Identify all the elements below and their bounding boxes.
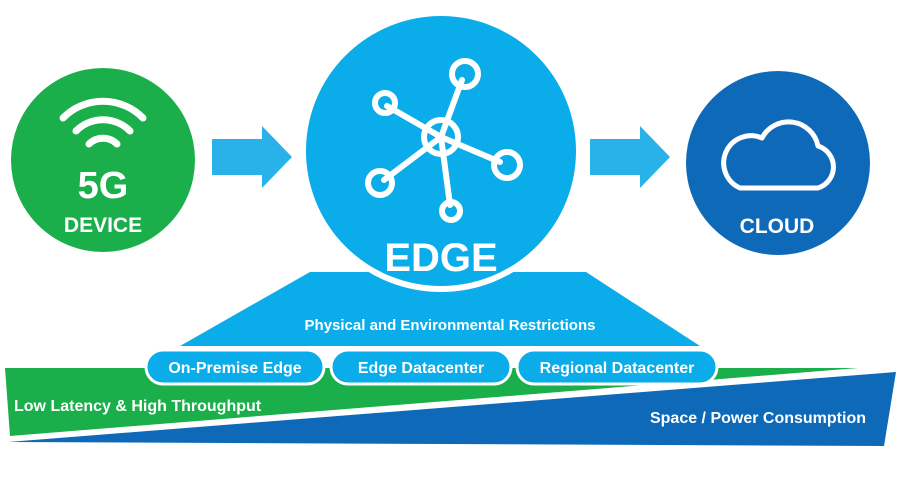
network-hub-icon: [365, 58, 523, 223]
tier-label: On-Premise Edge: [168, 360, 301, 377]
cloud-circle: [686, 71, 870, 255]
edge-node: EDGE: [300, 10, 582, 292]
cloud-node: CLOUD: [686, 71, 870, 255]
power-wedge-shape: [8, 372, 896, 446]
tier-pill: [144, 348, 326, 386]
restrictions-band: Physical and Environmental Restrictions: [180, 272, 700, 346]
tier-label: Regional Datacenter: [540, 360, 695, 377]
right-arrow-icon: [212, 126, 292, 188]
cloud-label: CLOUD: [740, 215, 815, 238]
tier-pill: [515, 348, 719, 386]
space-power-wedge: Space / Power Consumption: [8, 372, 896, 446]
latency-throughput-label: Low Latency & High Throughput: [14, 398, 262, 415]
space-power-label: Space / Power Consumption: [650, 410, 866, 427]
device-circle: [11, 68, 195, 252]
cloud-icon: [721, 119, 836, 191]
device-node: 5G DEVICE: [11, 68, 195, 252]
tier-edge-datacenter: Edge Datacenter: [329, 348, 513, 386]
device-badge: 5G: [78, 165, 129, 207]
deployment-tiers: On-Premise Edge Edge Datacenter Regional…: [144, 348, 719, 386]
edge-label: EDGE: [384, 236, 497, 280]
tier-on-premise-edge: On-Premise Edge: [144, 348, 326, 386]
tier-label: Edge Datacenter: [358, 360, 484, 377]
restrictions-shape: [180, 272, 700, 346]
wifi-icon: [59, 97, 147, 148]
tier-regional-datacenter: Regional Datacenter: [515, 348, 719, 386]
restrictions-label: Physical and Environmental Restrictions: [305, 317, 596, 334]
device-label: DEVICE: [64, 214, 142, 237]
right-arrow-icon: [590, 126, 670, 188]
tier-pill: [329, 348, 513, 386]
